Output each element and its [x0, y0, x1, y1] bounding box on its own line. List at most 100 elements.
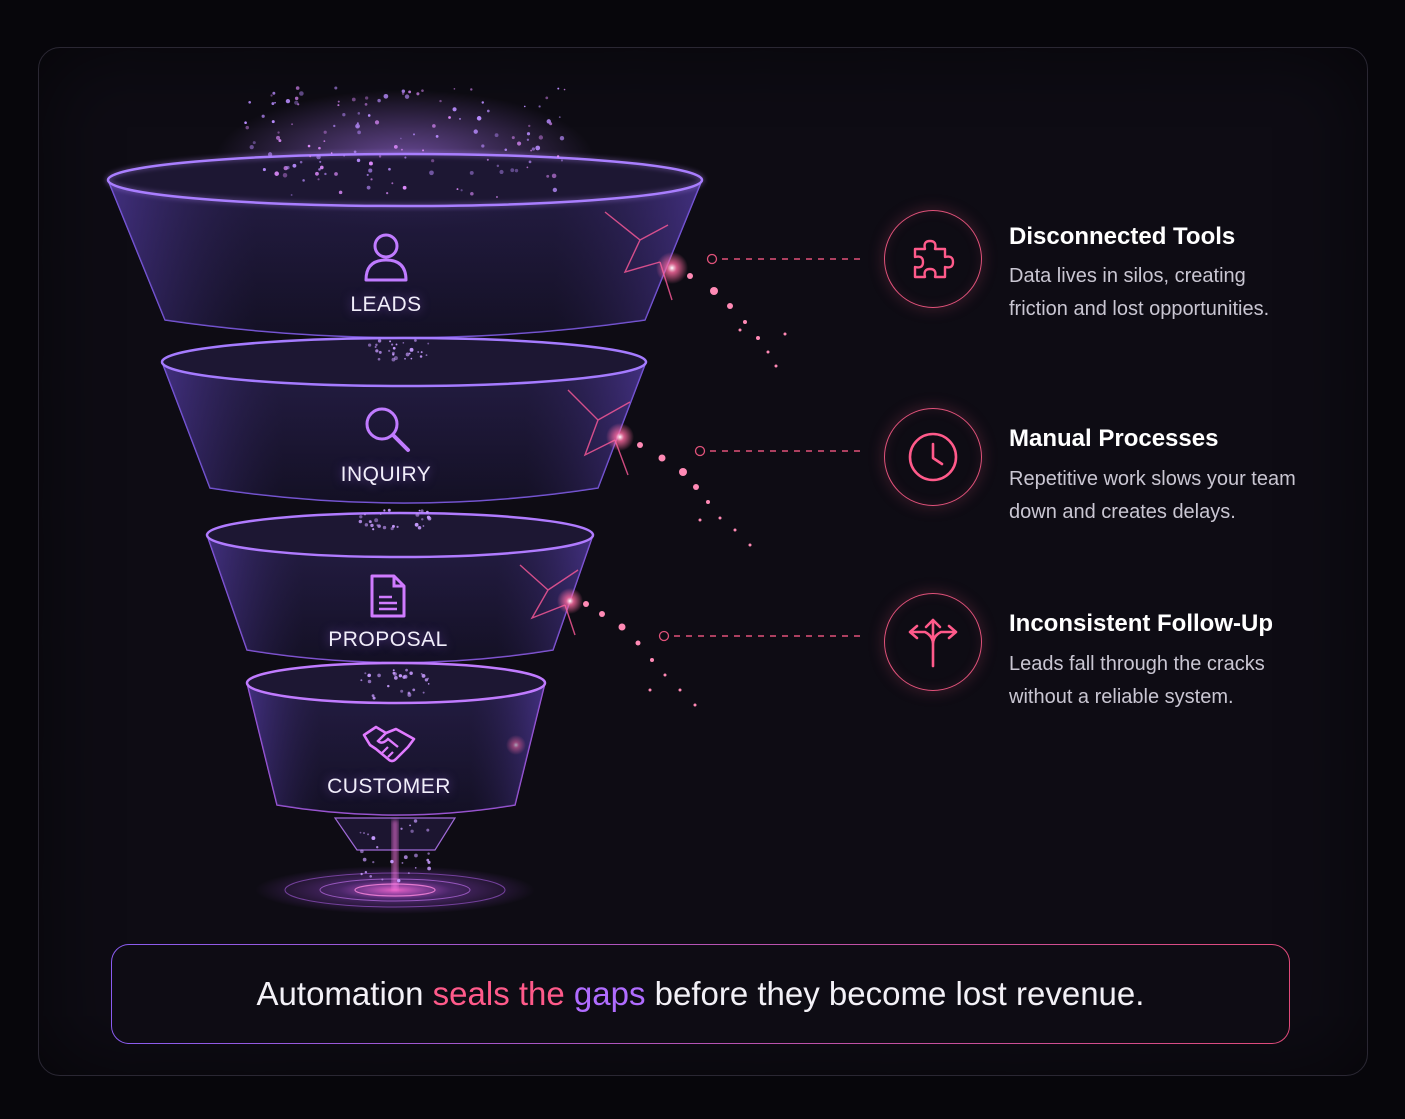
particle — [517, 141, 522, 146]
funnel-tier-leads — [105, 151, 705, 339]
issue-desc-3-line-1: Leads fall through the cracks — [1009, 653, 1265, 675]
split-arrow-icon — [908, 618, 958, 668]
stage-label-leads: LEADS — [350, 293, 422, 316]
particle — [358, 519, 363, 524]
particle — [369, 521, 372, 523]
particle — [386, 192, 389, 195]
stage-label-proposal: PROPOSAL — [328, 628, 448, 651]
particle — [294, 100, 299, 105]
particle — [427, 852, 430, 855]
particle — [365, 96, 369, 100]
particle — [402, 342, 405, 344]
particle — [409, 347, 414, 352]
particle — [435, 134, 439, 138]
particle — [315, 171, 319, 176]
particle — [395, 343, 398, 346]
particle — [538, 135, 544, 140]
banner-highlight-2: gaps — [573, 975, 646, 1012]
particle — [334, 172, 338, 176]
particle — [407, 691, 411, 695]
particle — [323, 130, 327, 134]
particle — [410, 357, 413, 360]
particle — [426, 828, 430, 832]
handshake-icon — [362, 725, 416, 763]
particle — [364, 523, 369, 527]
funnel-output-glow — [255, 820, 535, 914]
crack-inquiry — [567, 389, 634, 476]
particle — [403, 674, 408, 679]
particle — [431, 159, 435, 163]
particle — [409, 824, 411, 827]
particle — [538, 105, 541, 108]
particle-field — [244, 86, 566, 883]
particle — [400, 137, 402, 140]
particle — [401, 89, 406, 93]
particle — [460, 189, 463, 192]
particle — [378, 350, 382, 354]
particle — [362, 857, 367, 862]
particle — [391, 351, 395, 355]
particle — [374, 345, 377, 349]
particle — [383, 93, 389, 99]
particle — [316, 154, 321, 160]
particle — [422, 691, 425, 694]
particle — [337, 100, 340, 103]
particle — [391, 343, 394, 346]
particle — [404, 156, 407, 159]
particle — [367, 679, 372, 684]
particle — [377, 673, 381, 678]
particle — [248, 100, 251, 104]
particle — [290, 194, 293, 196]
particle — [364, 672, 367, 675]
crack-proposal — [519, 564, 583, 636]
particle — [523, 105, 526, 108]
particle — [381, 878, 384, 881]
particle — [414, 339, 417, 342]
particle — [353, 150, 357, 154]
particle — [427, 683, 430, 685]
particle — [496, 164, 500, 168]
particle — [390, 859, 394, 864]
issue-desc-3-line-2: without a reliable system. — [1009, 686, 1234, 708]
particle — [387, 684, 390, 688]
particle — [363, 513, 366, 516]
particle — [392, 671, 396, 675]
particle — [557, 87, 560, 90]
particle — [356, 158, 361, 163]
particle — [372, 528, 375, 531]
particle — [245, 125, 249, 130]
particle — [359, 831, 362, 834]
particle — [469, 170, 474, 175]
particle — [351, 97, 356, 102]
particle — [323, 140, 326, 143]
particle — [292, 163, 297, 168]
particle — [338, 190, 343, 195]
particle — [421, 89, 424, 92]
particle — [277, 131, 280, 134]
issue-desc-1: Data lives in silos, creating friction a… — [1009, 260, 1339, 326]
particle — [324, 172, 327, 176]
particle — [403, 855, 408, 860]
particle — [252, 141, 256, 145]
leak-trail-2 — [637, 442, 752, 547]
particle — [337, 104, 340, 107]
stage-label-inquiry: INQUIRY — [340, 463, 432, 486]
particle — [294, 96, 299, 101]
particle — [396, 525, 399, 528]
particle — [295, 86, 300, 90]
particle — [318, 146, 321, 150]
particle — [375, 343, 378, 347]
particle — [317, 178, 320, 181]
particle — [427, 516, 432, 521]
particle — [318, 168, 321, 171]
particle — [374, 518, 379, 523]
banner-suffix: before they become lost revenue. — [645, 975, 1145, 1012]
particle — [274, 101, 276, 104]
particle — [393, 356, 398, 361]
particle — [422, 525, 425, 527]
particle — [368, 168, 373, 173]
particle — [389, 340, 392, 343]
particle — [401, 92, 405, 95]
particle — [481, 144, 485, 148]
particle — [417, 526, 422, 530]
